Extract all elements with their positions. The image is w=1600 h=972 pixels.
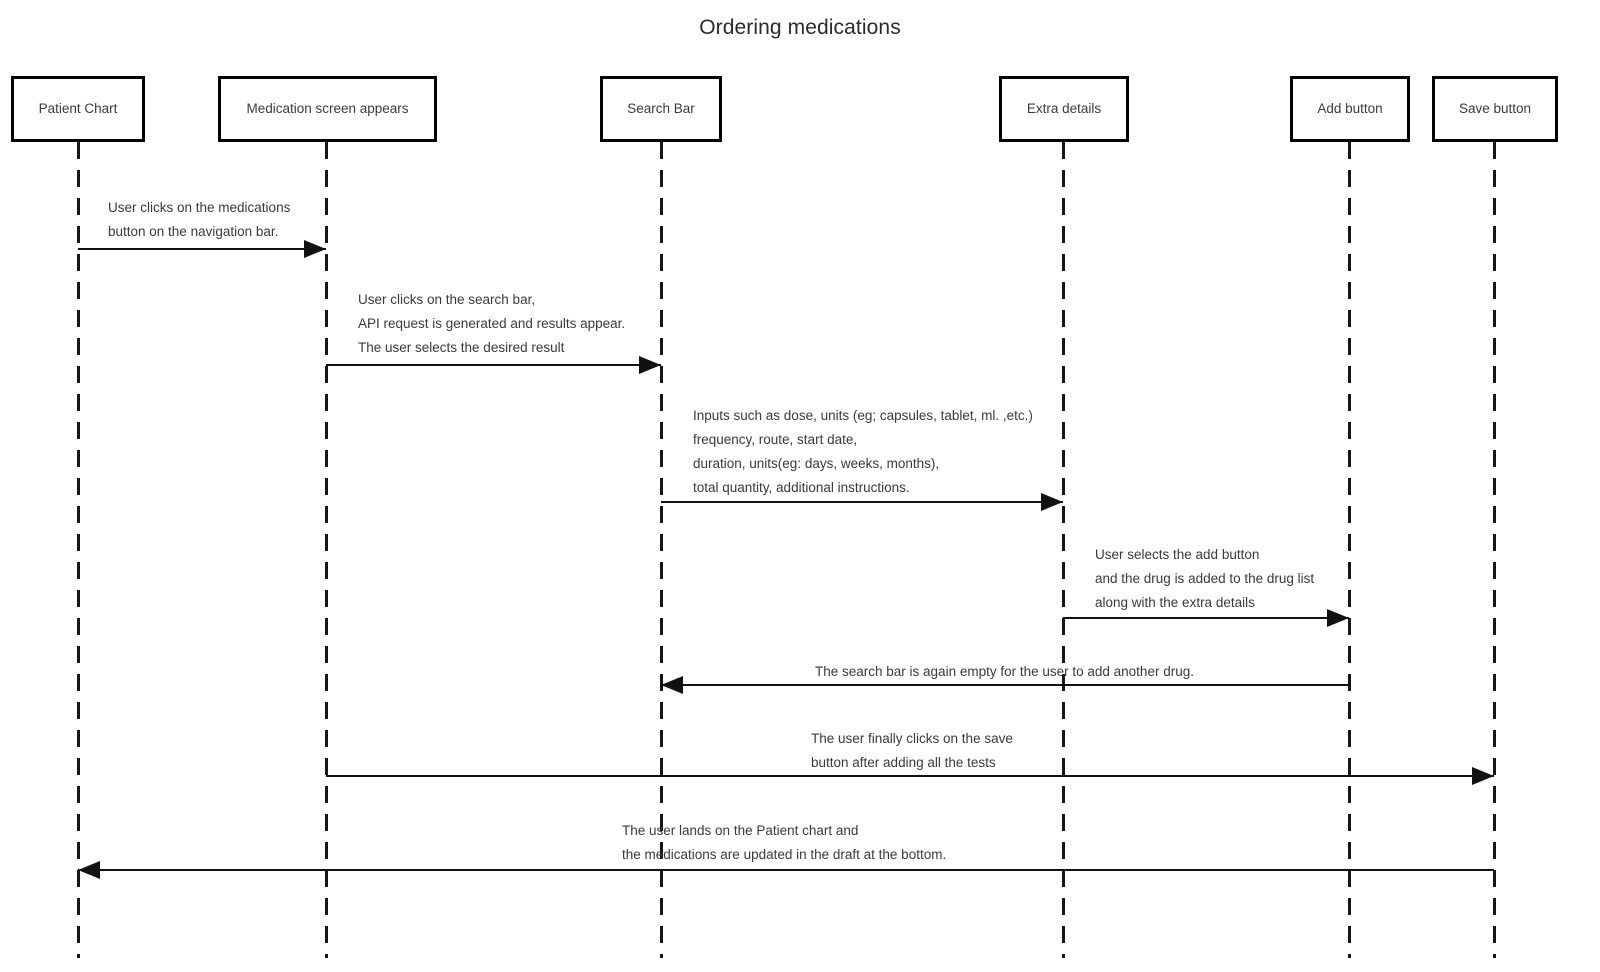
lifeline-patient-chart	[77, 142, 80, 958]
message-label-line: The user finally clicks on the save	[811, 731, 1013, 746]
message-label-line: frequency, route, start date,	[693, 432, 858, 447]
arrow-head-right-icon	[639, 356, 661, 374]
message-label-msg-1: User clicks on the medications button on …	[108, 196, 290, 244]
lifeline-add-button	[1348, 142, 1351, 958]
lifeline-extra-details	[1062, 142, 1065, 958]
participant-label-medication-screen: Medication screen appears	[246, 100, 409, 116]
message-label-line: duration, units(eg: days, weeks, months)…	[693, 456, 940, 471]
participant-box-add-button[interactable]: Add button	[1290, 76, 1410, 142]
message-line-msg-7[interactable]	[78, 869, 1494, 871]
message-label-line: button on the navigation bar.	[108, 224, 279, 239]
participant-label-patient-chart: Patient Chart	[38, 100, 118, 116]
arrow-head-left-icon	[661, 676, 683, 694]
message-line-msg-5[interactable]	[661, 684, 1349, 686]
message-label-msg-5: The search bar is again empty for the us…	[815, 660, 1194, 684]
message-line-msg-1[interactable]	[78, 248, 326, 250]
arrow-head-right-icon	[1041, 493, 1063, 511]
message-label-msg-7: The user lands on the Patient chart and …	[622, 819, 946, 867]
message-label-line: User clicks on the medications	[108, 200, 291, 215]
arrow-head-right-icon	[1472, 767, 1494, 785]
message-line-msg-6[interactable]	[326, 775, 1494, 777]
message-label-msg-6: The user finally clicks on the save butt…	[811, 727, 1013, 775]
message-label-line: the medications are updated in the draft…	[622, 847, 947, 862]
participant-label-add-button: Add button	[1317, 100, 1383, 116]
message-label-line: button after adding all the tests	[811, 755, 996, 770]
message-label-line: total quantity, additional instructions.	[693, 480, 910, 495]
message-label-line: Inputs such as dose, units (eg; capsules…	[693, 408, 1033, 423]
arrow-head-right-icon	[304, 240, 326, 258]
message-label-line: The user lands on the Patient chart and	[622, 823, 859, 838]
participant-box-search-bar[interactable]: Search Bar	[600, 76, 722, 142]
participant-box-save-button[interactable]: Save button	[1432, 76, 1558, 142]
lifeline-medication-screen	[325, 142, 328, 958]
participant-box-extra-details[interactable]: Extra details	[999, 76, 1129, 142]
participant-box-patient-chart[interactable]: Patient Chart	[11, 76, 145, 142]
participant-label-search-bar: Search Bar	[627, 100, 695, 116]
message-line-msg-4[interactable]	[1063, 617, 1349, 619]
arrow-head-left-icon	[78, 861, 100, 879]
message-label-line: along with the extra details	[1095, 595, 1255, 610]
message-label-msg-2: User clicks on the search bar, API reque…	[358, 288, 625, 360]
message-label-line: API request is generated and results app…	[358, 316, 626, 331]
participant-label-extra-details: Extra details	[1026, 100, 1102, 116]
message-line-msg-3[interactable]	[661, 501, 1063, 503]
message-label-msg-3: Inputs such as dose, units (eg; capsules…	[693, 404, 1033, 500]
participant-label-save-button: Save button	[1458, 100, 1532, 116]
message-line-msg-2[interactable]	[326, 364, 661, 366]
page-title: Ordering medications	[699, 16, 901, 39]
message-label-line: The search bar is again empty for the us…	[815, 664, 1194, 679]
lifeline-search-bar	[660, 142, 663, 958]
participant-box-medication-screen[interactable]: Medication screen appears	[218, 76, 437, 142]
message-label-msg-4: User selects the add button and the drug…	[1095, 543, 1314, 615]
message-label-line: The user selects the desired result	[358, 340, 565, 355]
lifeline-save-button	[1493, 142, 1496, 958]
message-label-line: and the drug is added to the drug list	[1095, 571, 1315, 586]
message-label-line: User clicks on the search bar,	[358, 292, 536, 307]
arrow-head-right-icon	[1327, 609, 1349, 627]
message-label-line: User selects the add button	[1095, 547, 1260, 562]
